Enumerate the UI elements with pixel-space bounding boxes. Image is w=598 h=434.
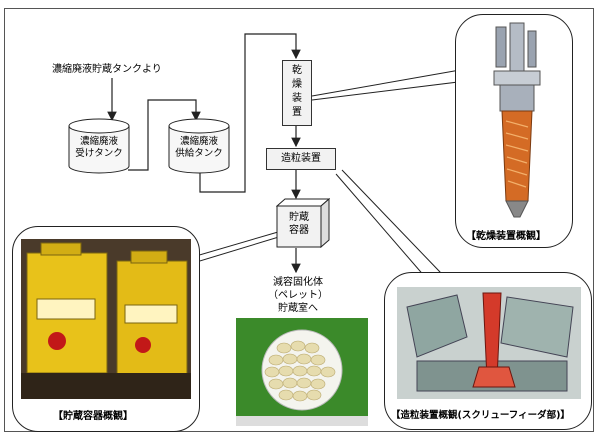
tank-receiving: 濃縮廃液 受けタンク [68,118,130,174]
pellet-image [236,318,368,426]
storage-line1: 貯蔵 [289,212,309,223]
dryer-image [493,22,541,218]
storage-line2: 容器 [289,225,309,236]
tank1-line2: 受けタンク [75,148,123,159]
granulator-caption: 【造粒装置概観(スクリューフィーダ部)】 [391,410,570,421]
granulator-overview-bubble: 【造粒装置概観(スクリューフィーダ部)】 [384,272,592,430]
cube-shape [275,197,331,249]
callout-storage [188,231,283,265]
storage-overview-bubble: 【貯蔵容器概観】 [12,226,200,432]
output-line2: （ペレット） [268,290,328,301]
granulator-label: 造粒装置 [281,153,321,164]
dryer-char-3: 装 [292,93,302,104]
tank1-line1: 濃縮廃液 [79,136,118,147]
storage-box: 貯蔵 容器 [275,197,331,249]
dryer-box: 乾 燥 装 置 [282,60,312,126]
output-line1: 減容固化体 [273,277,323,288]
dryer-overview-bubble: 【乾燥装置概観】 [455,14,573,248]
pellet-photo [236,318,368,426]
granulator-image [397,287,581,399]
flow-tank2-to-dryer [199,33,301,193]
dryer-char-4: 置 [292,107,302,118]
callout-granulator [335,169,441,279]
tank-feed: 濃縮廃液 供給タンク [168,118,230,174]
dryer-caption: 【乾燥装置概観】 [466,231,546,242]
tank2-line2: 供給タンク [175,148,223,159]
dryer-char-1: 乾 [292,65,302,76]
storage-container-image [21,239,191,399]
source-label: 濃縮廃液貯蔵タンクより [52,64,162,75]
dryer-char-2: 燥 [292,79,302,90]
granulator-box: 造粒装置 [266,148,336,170]
cylinder-shape [168,118,230,174]
output-line3: 貯蔵室へ [278,303,318,314]
cylinder-shape [68,118,130,174]
flow-tank1-to-tank2 [128,99,201,171]
callout-dryer [311,69,461,101]
diagram-frame [4,8,594,432]
tank2-line1: 濃縮廃液 [179,136,218,147]
storage-caption: 【貯蔵容器概観】 [53,411,133,422]
